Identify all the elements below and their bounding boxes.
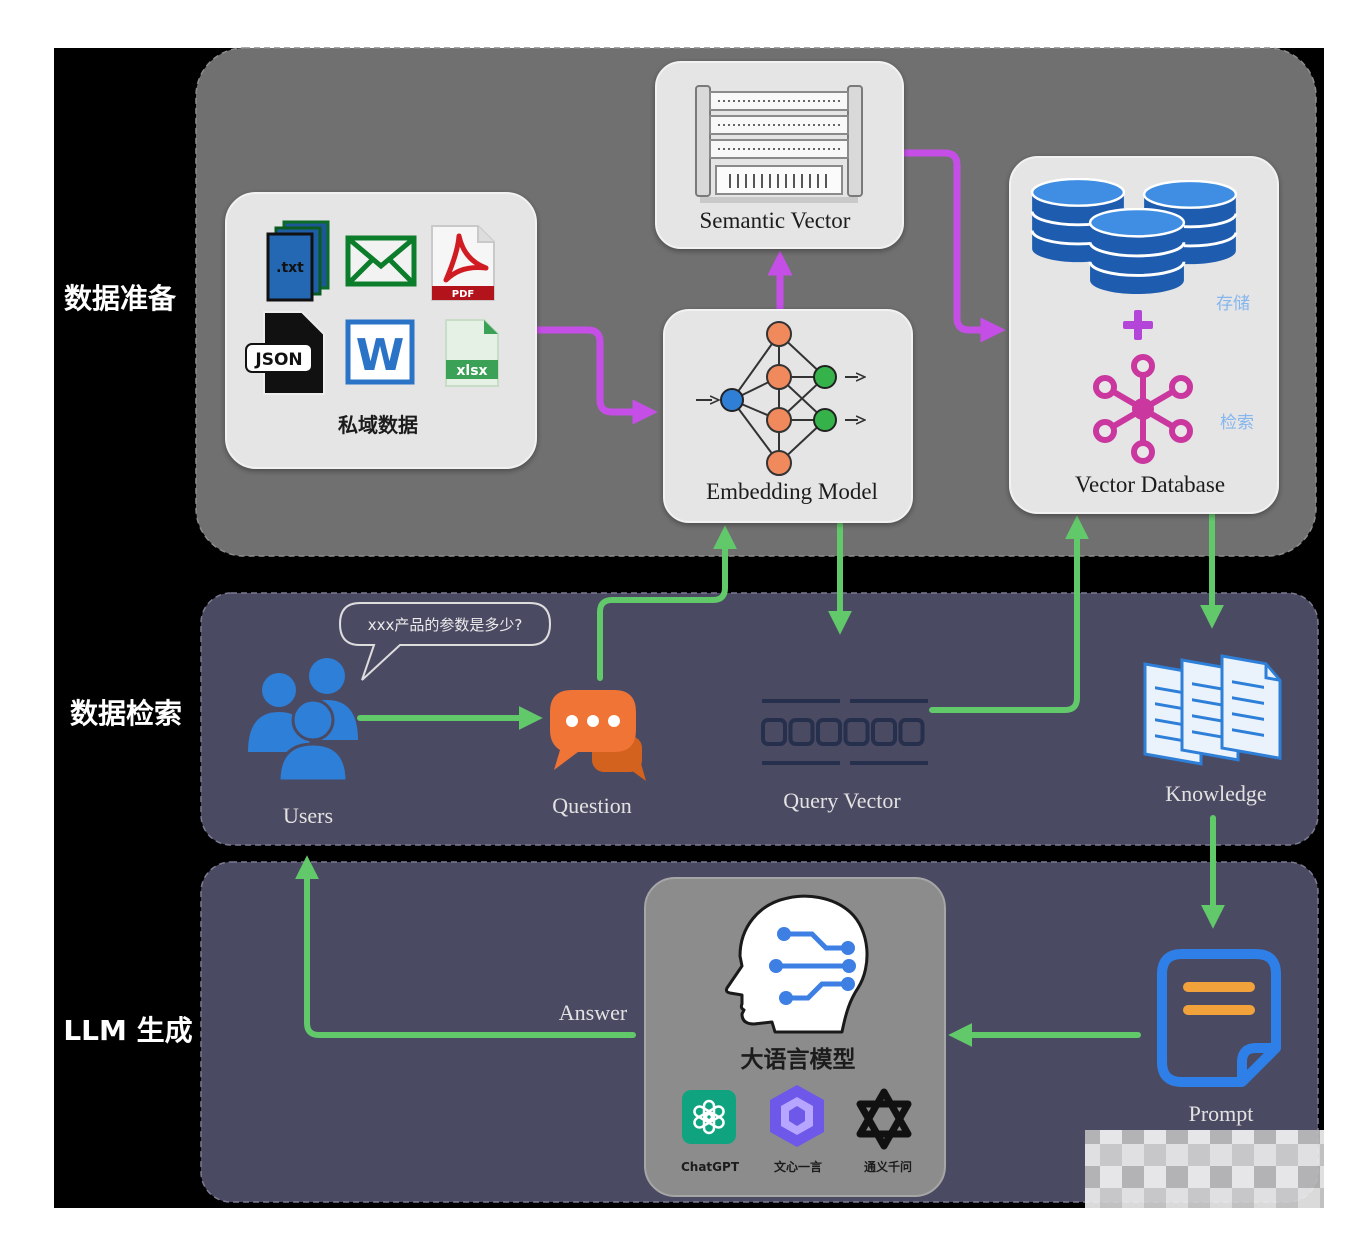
json-file-icon: JSON — [245, 311, 325, 395]
pdf-file-icon: PDF — [431, 225, 495, 301]
output-node — [813, 408, 837, 432]
chatgpt-icon — [682, 1090, 736, 1144]
embedding-model-label: Embedding Model — [706, 479, 878, 504]
model-label-tongyi: 通义千问 — [864, 1159, 912, 1174]
private-data-label: 私域数据 — [338, 413, 418, 437]
hidden-node — [766, 321, 792, 347]
chat-bubbles-icon — [550, 690, 646, 781]
retrieval-arrows — [295, 512, 1225, 1047]
preparation-arrows — [526, 149, 1006, 425]
server-rack-icon — [695, 85, 863, 203]
knowledge-label: Knowledge — [1165, 781, 1266, 806]
prompt-document-icon — [1157, 949, 1281, 1087]
ai-head-icon — [724, 894, 869, 1034]
query-vector-node: Query Vector — [761, 699, 928, 813]
model-label-chatgpt: ChatGPT — [681, 1160, 740, 1174]
arrow-semantic-vector-to-database — [896, 149, 1006, 343]
prompt-label: Prompt — [1189, 1101, 1254, 1126]
mosaic-watermark — [1085, 1130, 1324, 1208]
txt-badge: .txt — [276, 260, 304, 276]
tongyi-icon — [856, 1088, 912, 1150]
vector-database-node: 存储 检索 Vector Database — [1009, 156, 1279, 514]
hidden-node — [766, 450, 792, 476]
retrieval-panel — [200, 592, 1319, 846]
email-icon — [345, 235, 417, 287]
llm-label: 大语言模型 — [741, 1046, 856, 1073]
private-data-node: .txt PDF JSON W xlsx 私域数据 — [225, 192, 537, 469]
section-label-generation: LLM 生成 — [63, 1014, 192, 1047]
user-question-text: xxx产品的参数是多少? — [368, 616, 523, 634]
users-label: Users — [283, 803, 333, 828]
arrow-question-to-embedding — [597, 525, 737, 681]
pdf-badge: PDF — [452, 289, 474, 300]
users-icon — [248, 658, 358, 783]
arrow-private-data-to-embedding — [526, 326, 658, 425]
word-badge: W — [356, 330, 405, 381]
semantic-vector-node: Semantic Vector — [655, 61, 904, 249]
json-badge: JSON — [254, 350, 302, 370]
embedding-model-node: Embedding Model — [663, 309, 913, 523]
retrieve-tag: 检索 — [1220, 413, 1254, 433]
answer-label: Answer — [559, 1000, 628, 1025]
semantic-vector-label: Semantic Vector — [700, 208, 851, 233]
question-label: Question — [552, 793, 631, 818]
query-vector-label: Query Vector — [783, 788, 901, 813]
output-node — [813, 365, 837, 389]
prompt-node: Prompt — [1157, 949, 1281, 1126]
users-node: Users — [248, 658, 358, 828]
model-label-wenxin: 文心一言 — [774, 1159, 822, 1174]
plus-icon — [1123, 310, 1153, 340]
txt-file-icon: .txt — [266, 220, 330, 302]
knowledge-node: Knowledge — [1143, 654, 1282, 806]
documents-icon — [1143, 654, 1282, 766]
question-speech-bubble: xxx产品的参数是多少? — [338, 602, 552, 681]
llm-node: 大语言模型 ChatGPT 文心一言 通义千问 — [644, 877, 946, 1197]
arrow-llm-to-users — [295, 855, 636, 1038]
vector-cells-icon — [761, 699, 928, 765]
neural-network-icon — [696, 321, 858, 476]
store-tag: 存储 — [1216, 294, 1250, 314]
section-label-preparation: 数据准备 — [64, 282, 177, 315]
question-node: Question — [550, 690, 646, 818]
arrow-query-vector-to-database — [929, 515, 1089, 713]
xlsx-badge: xlsx — [456, 363, 487, 379]
section-label-retrieval: 数据检索 — [70, 697, 182, 730]
input-node — [720, 388, 744, 412]
word-file-icon: W — [345, 319, 415, 385]
hub-icon — [1093, 354, 1193, 464]
xlsx-file-icon: xlsx — [445, 319, 499, 387]
vector-database-label: Vector Database — [1075, 472, 1225, 497]
wenxin-icon — [770, 1085, 824, 1147]
hidden-node — [766, 364, 792, 390]
hidden-node — [766, 407, 792, 433]
